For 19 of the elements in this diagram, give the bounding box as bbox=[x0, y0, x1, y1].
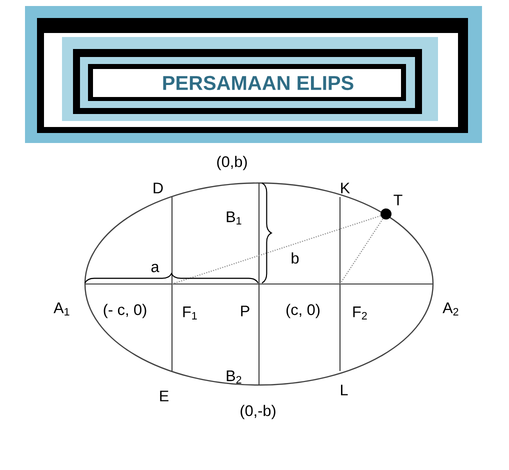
point-label: A$_{1}$ bbox=[54, 302, 70, 316]
point-label: K bbox=[341, 182, 350, 194]
length-label: b bbox=[292, 252, 299, 264]
length-label: a bbox=[151, 264, 160, 272]
coordinate-label: (c, 0) bbox=[286, 304, 320, 318]
point-label: A$_{2}$ bbox=[442, 302, 458, 316]
point-label: B$_{2}$ bbox=[226, 370, 242, 384]
coordinate-label: (- c, 0) bbox=[104, 304, 146, 318]
point-label: D bbox=[154, 182, 163, 194]
point-label: F$_{1}$ bbox=[183, 306, 197, 320]
point-label: P bbox=[241, 306, 250, 316]
point-label: L bbox=[341, 384, 348, 396]
point-label: F$_{2}$ bbox=[353, 306, 367, 320]
coordinate-label: (0,-b) bbox=[240, 404, 276, 420]
point-label: E bbox=[160, 390, 168, 402]
point-label: B$_{1}$ bbox=[226, 212, 242, 224]
coordinate-label: (0,b) bbox=[217, 156, 247, 170]
title: PERSAMAAN ELIPS bbox=[163, 76, 354, 90]
point-label: T bbox=[394, 194, 402, 206]
